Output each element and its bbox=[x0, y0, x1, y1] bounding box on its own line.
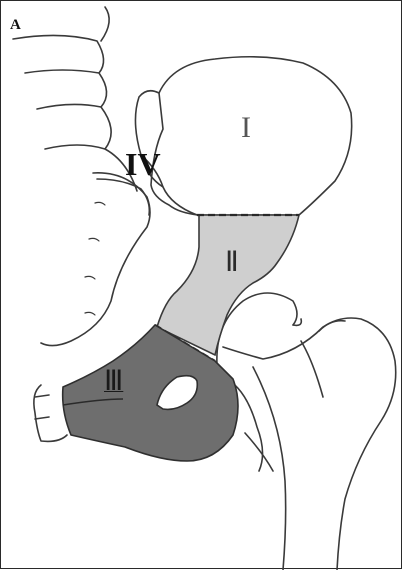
sacrum-foramina bbox=[85, 202, 105, 315]
zone-label-i: I bbox=[241, 113, 251, 143]
ilium-outline bbox=[151, 57, 352, 215]
spine-outline bbox=[13, 7, 137, 191]
zone-label-iii: Ⅲ bbox=[104, 368, 123, 396]
sacrum-outline bbox=[41, 173, 150, 346]
zone-label-iv: IV bbox=[125, 148, 161, 180]
panel-label: A bbox=[10, 17, 21, 34]
zone-ii-region bbox=[157, 215, 299, 355]
zone-label-ii: Ⅱ bbox=[225, 249, 239, 277]
